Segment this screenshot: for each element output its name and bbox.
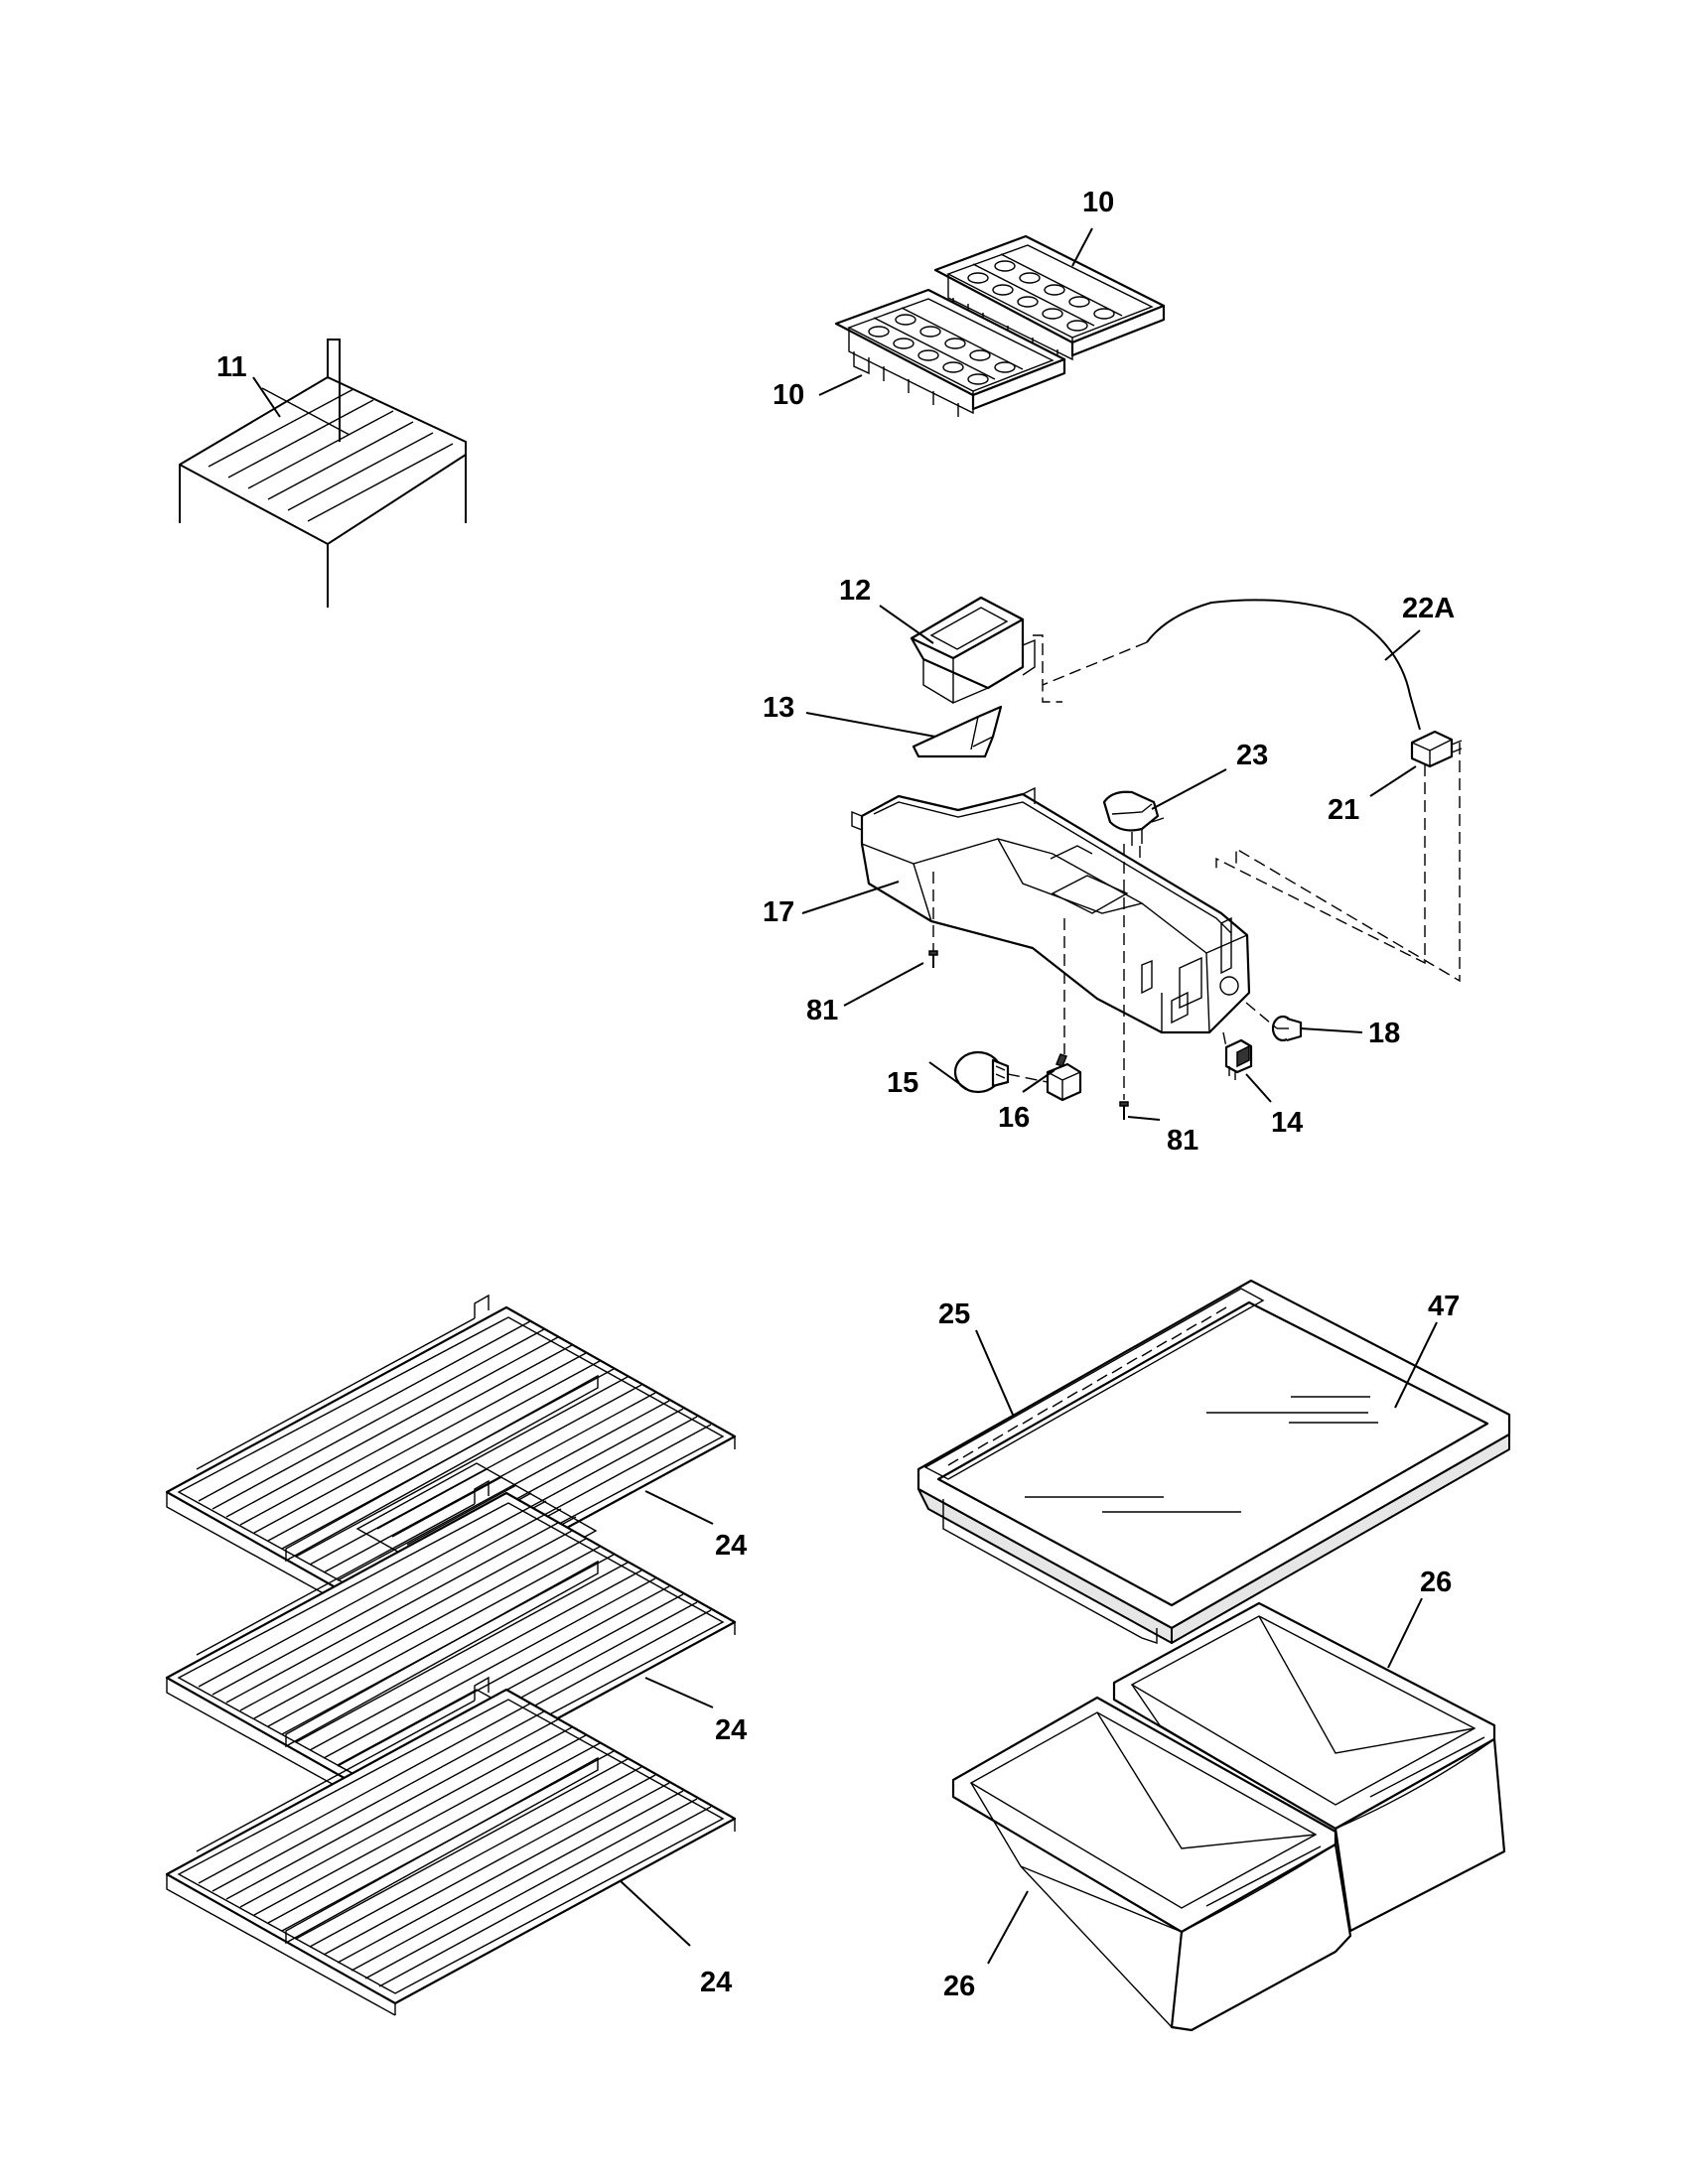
- callout-18: 18: [1368, 1018, 1400, 1049]
- callout-12: 12: [839, 575, 871, 607]
- callout-25: 25: [938, 1298, 970, 1330]
- callout-leaders: [252, 227, 1438, 1965]
- callout-11: 11: [216, 351, 247, 383]
- callout-13: 13: [763, 692, 794, 724]
- light-housing-part-17: [851, 786, 1251, 1034]
- callout-47: 47: [1428, 1291, 1460, 1322]
- callout-21: 21: [1328, 794, 1359, 826]
- screw-part-81-left: [928, 950, 938, 968]
- callout-26-upper: 26: [1420, 1567, 1452, 1598]
- callout-labels: 11 10 10 12 22A 13 23 21 17 81 18 15 16 …: [216, 187, 1460, 2002]
- callout-23: 23: [1236, 740, 1268, 771]
- door-switch-part-23: [1102, 790, 1165, 846]
- callout-10-lower: 10: [773, 379, 804, 411]
- lamp-socket-part-16: [1046, 1053, 1082, 1102]
- crisper-drawer-rear-part-26: [1112, 1601, 1506, 1933]
- callout-14: 14: [1271, 1107, 1303, 1139]
- callout-81-right: 81: [1167, 1125, 1198, 1157]
- callout-16: 16: [998, 1102, 1030, 1134]
- refrigerator-shelf-bottom-part-24: [165, 1676, 737, 2016]
- callout-26-lower: 26: [943, 1971, 975, 2002]
- callout-24-upper: 24: [715, 1530, 747, 1562]
- screw-part-81-right: [1119, 1101, 1129, 1120]
- assembly-dashed-lines: [932, 634, 1461, 1100]
- wire-shelf-part-11: [179, 339, 467, 608]
- knob-part-18: [1271, 1015, 1303, 1042]
- callout-17: 17: [763, 896, 794, 928]
- terminal-block-part-21: [1410, 730, 1463, 768]
- callout-15: 15: [887, 1067, 918, 1099]
- callout-22a: 22A: [1402, 593, 1455, 624]
- light-switch-part-14: [1224, 1038, 1253, 1080]
- crisper-drawer-front-part-26: [951, 1696, 1352, 2032]
- callout-10-upper: 10: [1082, 187, 1114, 218]
- crisper-vent-grille-part-25: [923, 1288, 1265, 1480]
- refrigerator-shelf-top-part-24: [165, 1294, 737, 1634]
- callout-24-middle: 24: [715, 1714, 747, 1746]
- callout-24-lower: 24: [700, 1967, 732, 1998]
- light-bulb-part-15: [953, 1050, 1010, 1094]
- light-diffuser-part-13: [912, 705, 1003, 758]
- crisper-cover-part-47: [916, 1279, 1511, 1644]
- ice-tray-lower-part-10: [834, 288, 1066, 417]
- ice-tray-upper-part-10: [933, 234, 1166, 363]
- wiring-harness-part-22a: [1042, 599, 1421, 731]
- callout-81-left: 81: [806, 995, 838, 1026]
- light-shield-part-12: [910, 596, 1036, 705]
